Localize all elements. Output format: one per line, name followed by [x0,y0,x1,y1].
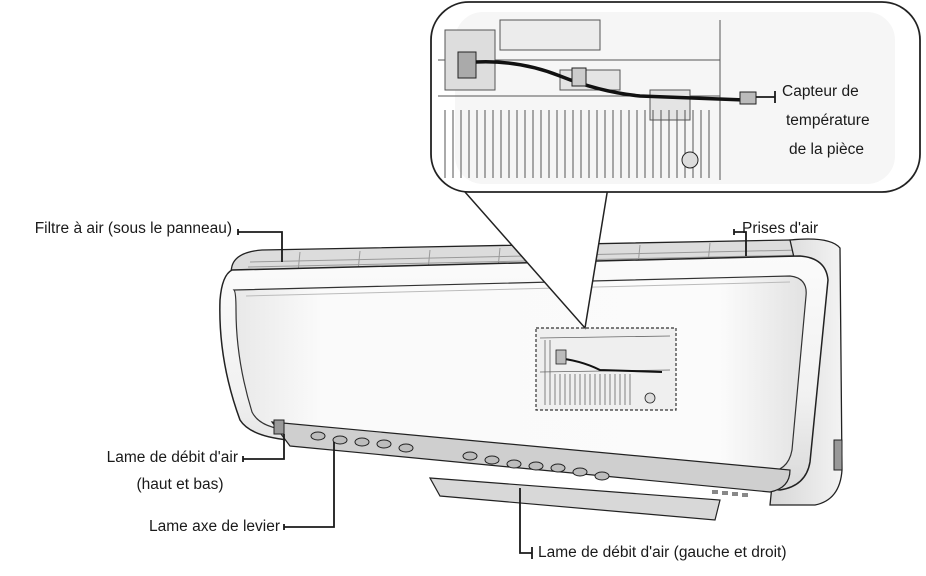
label-lever-blade: Lame axe de levier [149,518,280,535]
indoor-unit [219,238,843,521]
front-panel [232,275,807,473]
indicator-dots [712,490,748,497]
leader-lines [237,91,776,559]
label-vertical-blade-1: Lame de débit d'air [106,449,238,466]
sensor-cable [475,60,746,102]
label-air-filter: Filtre à air (sous le panneau) [34,220,232,237]
louvers [310,431,610,481]
label-temp-sensor-3: de la pièce [789,141,864,158]
air-outlet [270,421,791,493]
zoom-callout [430,1,921,330]
sensor-window [535,327,677,411]
label-vertical-blade-2: (haut et bas) [136,476,224,493]
label-temp-sensor-1: Capteur de [782,83,859,100]
label-temp-sensor-2: température [786,112,870,129]
outlet-flap [428,477,721,521]
zoom-detail [438,19,721,180]
temperature-sensor [739,91,757,105]
label-air-intake: Prises d'air [742,220,819,237]
label-horizontal-blade: Lame de débit d'air (gauche et droit) [538,544,787,561]
